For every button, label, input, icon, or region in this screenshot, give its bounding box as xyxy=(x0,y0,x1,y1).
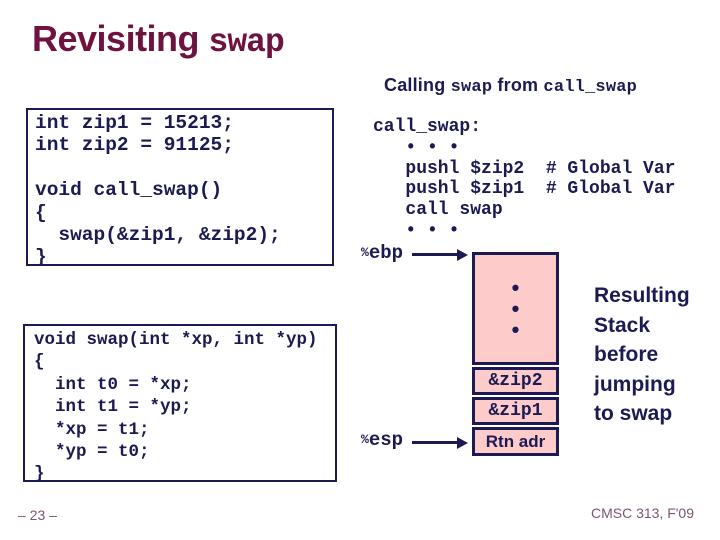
stack-cell-zip2-label: &zip2 xyxy=(488,371,543,391)
page-number: – 23 – xyxy=(18,507,57,523)
stack-cell-zip2: &zip2 xyxy=(472,367,559,395)
slide-title: Revisiting swap xyxy=(32,18,285,61)
stack-diagram: • • • &zip2 &zip1 Rtn adr xyxy=(472,252,559,456)
stack-cell-return-address: Rtn adr xyxy=(472,427,559,456)
c-code-box-swap: void swap(int *xp, int *yp) { int t0 = *… xyxy=(23,324,337,484)
esp-percent-sign: % xyxy=(361,432,369,447)
ebp-register-label: %ebp xyxy=(361,242,403,264)
section-subtitle: Calling swap from call_swap xyxy=(384,75,637,97)
subtitle-text-2: from xyxy=(492,75,544,95)
esp-register-name: esp xyxy=(368,429,404,451)
esp-register-label: %esp xyxy=(361,429,403,451)
c-code-box-call-swap: int zip1 = 15213; int zip2 = 91125; void… xyxy=(26,108,334,269)
subtitle-text-1: Calling xyxy=(384,75,451,95)
subtitle-code-2: call_swap xyxy=(543,78,638,97)
assembly-listing: call_swap: • • • pushl $zip2 # Global Va… xyxy=(373,117,675,242)
slide-title-text: Revisiting xyxy=(32,18,209,59)
esp-arrow xyxy=(412,436,468,449)
stack-cell-ellipsis: • • • xyxy=(472,252,559,365)
stack-caption: Resulting Stack before jumping to swap xyxy=(594,284,690,425)
stack-ellipsis-dots: • • • xyxy=(511,275,520,342)
c-code-swap: void swap(int *xp, int *yp) { int t0 = *… xyxy=(34,330,318,485)
stack-cell-return-address-label: Rtn adr xyxy=(485,431,546,451)
assembly-code: call_swap: • • • pushl $zip2 # Global Va… xyxy=(373,117,676,241)
ebp-percent-sign: % xyxy=(361,245,369,260)
course-footer: CMSC 313, F'09 xyxy=(590,505,694,521)
stack-cell-zip1: &zip1 xyxy=(472,397,559,425)
ebp-arrow xyxy=(412,248,468,261)
subtitle-code-1: swap xyxy=(450,78,493,97)
slide-title-code: swap xyxy=(208,24,285,61)
stack-cell-zip1-label: &zip1 xyxy=(488,401,543,421)
ebp-register-name: ebp xyxy=(368,242,404,264)
c-code-call-swap: int zip1 = 15213; int zip2 = 91125; void… xyxy=(35,112,281,269)
